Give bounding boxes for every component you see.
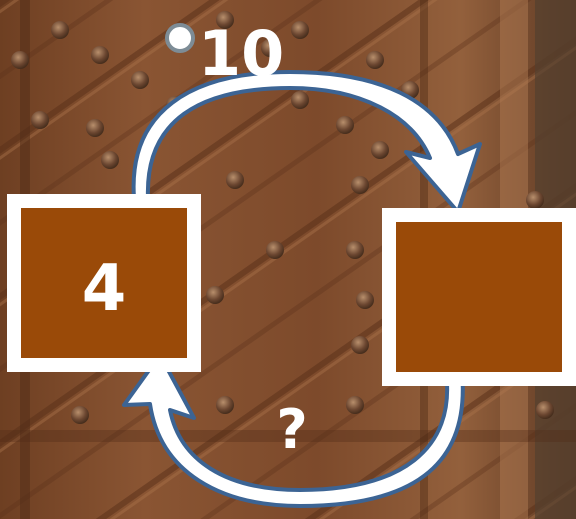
door-stud: [346, 396, 364, 414]
operator-label: 10: [165, 17, 284, 90]
curved-arrow-left-icon: [122, 353, 465, 508]
door-stud: [71, 406, 89, 424]
door-stud: [291, 21, 309, 39]
door-stud: [216, 11, 234, 29]
operator-value: 10: [198, 17, 284, 90]
input-box-value: 4: [82, 252, 127, 326]
door-stud: [131, 71, 149, 89]
door-stud: [206, 286, 224, 304]
door-stud: [371, 141, 389, 159]
door-stud: [11, 51, 29, 69]
door-stud: [336, 116, 354, 134]
door-stud: [291, 91, 309, 109]
return-label: ?: [276, 398, 307, 461]
door-stud: [266, 241, 284, 259]
door-stud: [366, 51, 384, 69]
door-stud: [261, 39, 279, 57]
door-stud: [86, 119, 104, 137]
door-stud: [101, 151, 119, 169]
door-stud: [51, 21, 69, 39]
door-stud: [351, 336, 369, 354]
multiply-dot-icon: [165, 23, 195, 53]
output-box: [382, 208, 576, 386]
door-stud: [31, 111, 49, 129]
door-stud: [216, 396, 234, 414]
door-stud: [351, 176, 369, 194]
door-stud: [356, 291, 374, 309]
door-stud: [536, 401, 554, 419]
door-stud: [346, 241, 364, 259]
curved-arrow-right-icon: [131, 70, 482, 214]
door-stud: [226, 171, 244, 189]
door-stud: [526, 191, 544, 209]
door-stud: [91, 46, 109, 64]
input-box: 4: [7, 194, 201, 372]
